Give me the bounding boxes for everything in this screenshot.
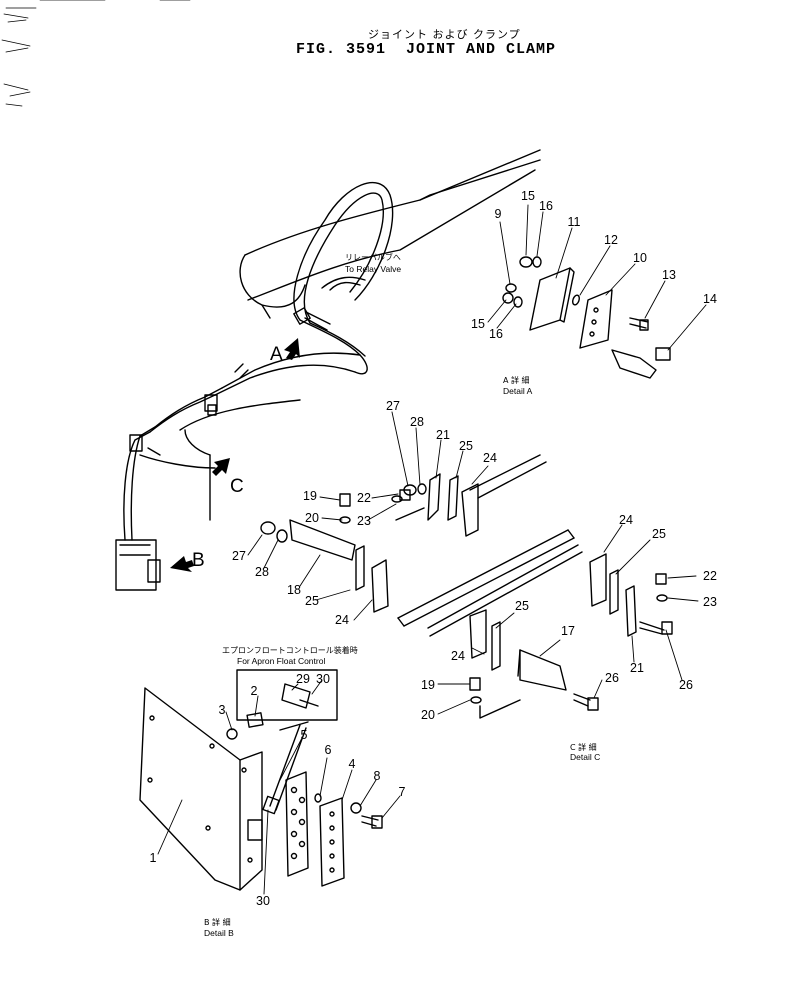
detail-a-caption-jp: A 詳 細 [503, 376, 530, 385]
callout-label: 1 [150, 851, 157, 865]
callout-label: 10 [633, 251, 647, 265]
callout-label: 27 [386, 399, 400, 413]
callout-label: 19 [303, 489, 317, 503]
detail-a-parts [502, 256, 671, 379]
callout-label: 24 [483, 451, 497, 465]
callout-label: 25 [305, 594, 319, 608]
view-marker-a: A [270, 344, 283, 365]
callout-label: 22 [357, 491, 371, 505]
apron-inset-box [236, 669, 338, 721]
detail-c-caption-jp: C 詳 細 [570, 743, 597, 752]
detail-b-caption-jp: B 詳 細 [204, 918, 231, 927]
callout-label: 24 [451, 649, 465, 663]
callout-label: 3 [219, 703, 226, 717]
callout-label: 30 [316, 672, 330, 686]
callout-label: 30 [256, 894, 270, 908]
hydraulic-hose [123, 181, 394, 541]
callout-label: 20 [305, 511, 319, 525]
hose-fitting [129, 307, 331, 452]
callout-label: 27 [232, 549, 246, 563]
relay-valve-note-jp: リレーバルブへ [345, 253, 401, 262]
callout-label: 26 [605, 671, 619, 685]
callout-label: 5 [301, 728, 308, 742]
arrow-a-icon [284, 338, 300, 360]
callout-label: 17 [561, 624, 575, 638]
callout-label: 8 [374, 769, 381, 783]
detail-c-parts [260, 473, 673, 719]
callout-label: 16 [489, 327, 503, 341]
relay-valve-note: To Relay Valve [345, 264, 402, 274]
callout-label: 24 [619, 513, 633, 527]
callout-label: 15 [521, 189, 535, 203]
view-arrows [170, 338, 300, 572]
detail-c-rails [397, 454, 583, 637]
callout-label: 9 [495, 207, 502, 221]
callout-label: 25 [652, 527, 666, 541]
arrow-c-icon [212, 458, 230, 476]
view-marker-b: B [192, 550, 205, 571]
figure-title-japanese: ジョイント および クランプ [368, 28, 521, 41]
callout-label: 14 [703, 292, 717, 306]
callout-label: 7 [399, 785, 406, 799]
callout-label: 26 [679, 678, 693, 692]
callout-label: 2 [251, 684, 258, 698]
view-marker-c: C [230, 476, 244, 497]
leader-lines [157, 204, 707, 895]
detail-b-parts [139, 687, 383, 891]
callout-label: 18 [287, 583, 301, 597]
detail-a-caption: Detail A [503, 386, 533, 396]
apron-note: For Apron Float Control [237, 656, 326, 666]
callout-label: 6 [325, 743, 332, 757]
callout-label: 24 [335, 613, 349, 627]
machine-frame [139, 149, 541, 521]
callout-label: 22 [703, 569, 717, 583]
callout-label: 28 [410, 415, 424, 429]
callout-label: 25 [459, 439, 473, 453]
detail-b-location [115, 539, 161, 591]
callout-label: 29 [296, 672, 310, 686]
arrow-b-icon [170, 556, 194, 572]
detail-c-caption: Detail C [570, 752, 601, 762]
callout-label: 11 [568, 215, 581, 229]
callout-label: 25 [515, 599, 529, 613]
callout-label: 12 [604, 233, 618, 247]
callout-label: 13 [662, 268, 676, 282]
detail-b-caption: Detail B [204, 928, 234, 938]
callout-label: 23 [357, 514, 371, 528]
callout-label: 4 [349, 757, 356, 771]
apron-note-jp: エプロンフロートコントロール装着時 [222, 646, 358, 655]
callout-label: 21 [436, 428, 450, 442]
callout-label: 23 [703, 595, 717, 609]
callout-label: 16 [539, 199, 553, 213]
callout-label: 20 [421, 708, 435, 722]
callout-label: 15 [471, 317, 485, 331]
figure-title: FIG. 3591 JOINT AND CLAMP [296, 41, 557, 58]
callout-label: 21 [630, 661, 644, 675]
callout-label: 28 [255, 565, 269, 579]
scan-artifact [1, 0, 191, 107]
callout-label: 19 [421, 678, 435, 692]
